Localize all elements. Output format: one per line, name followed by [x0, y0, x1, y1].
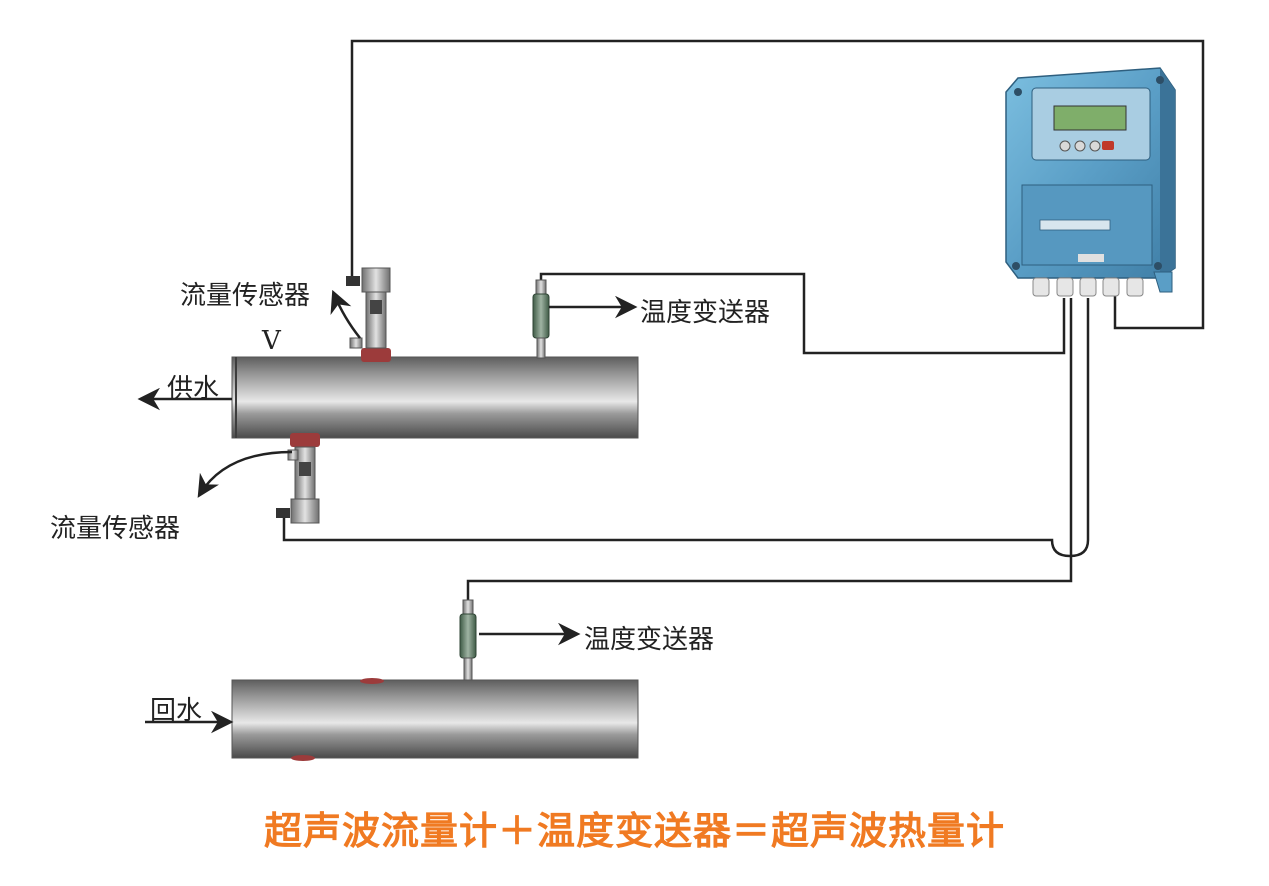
label-flow-sensor-top: 流量传感器	[180, 281, 311, 311]
wire-top-flow-sensor	[350, 39, 1205, 330]
return-pipe	[231, 678, 639, 761]
label-pipe-marker-v: V	[262, 326, 281, 356]
label-supply-water: 供水	[167, 374, 220, 404]
label-temp-transmitter-top: 温度变送器	[640, 298, 771, 328]
supply-pipe	[231, 356, 639, 439]
arrow-flow-sensor-bottom	[197, 450, 293, 498]
wiring	[282, 39, 1205, 600]
arrows	[137, 289, 638, 734]
label-flow-sensor-bottom: 流量传感器	[50, 514, 181, 544]
ultrasonic-meter-unit	[1005, 67, 1176, 297]
label-return-water: 回水	[150, 696, 203, 726]
temp-transmitter-top	[532, 279, 550, 359]
wire-top-temp-transmitter	[539, 272, 1066, 355]
wire-bottom-temp-transmitter	[466, 298, 1073, 600]
temp-transmitter-bottom	[459, 599, 477, 681]
label-temp-transmitter-bottom: 温度变送器	[584, 625, 715, 655]
arrow-flow-sensor-top	[330, 289, 361, 339]
flow-sensor-bottom	[276, 433, 320, 524]
flow-sensor-top	[346, 267, 391, 362]
formula-caption: 超声波流量计＋温度变送器＝超声波热量计	[263, 809, 1005, 853]
